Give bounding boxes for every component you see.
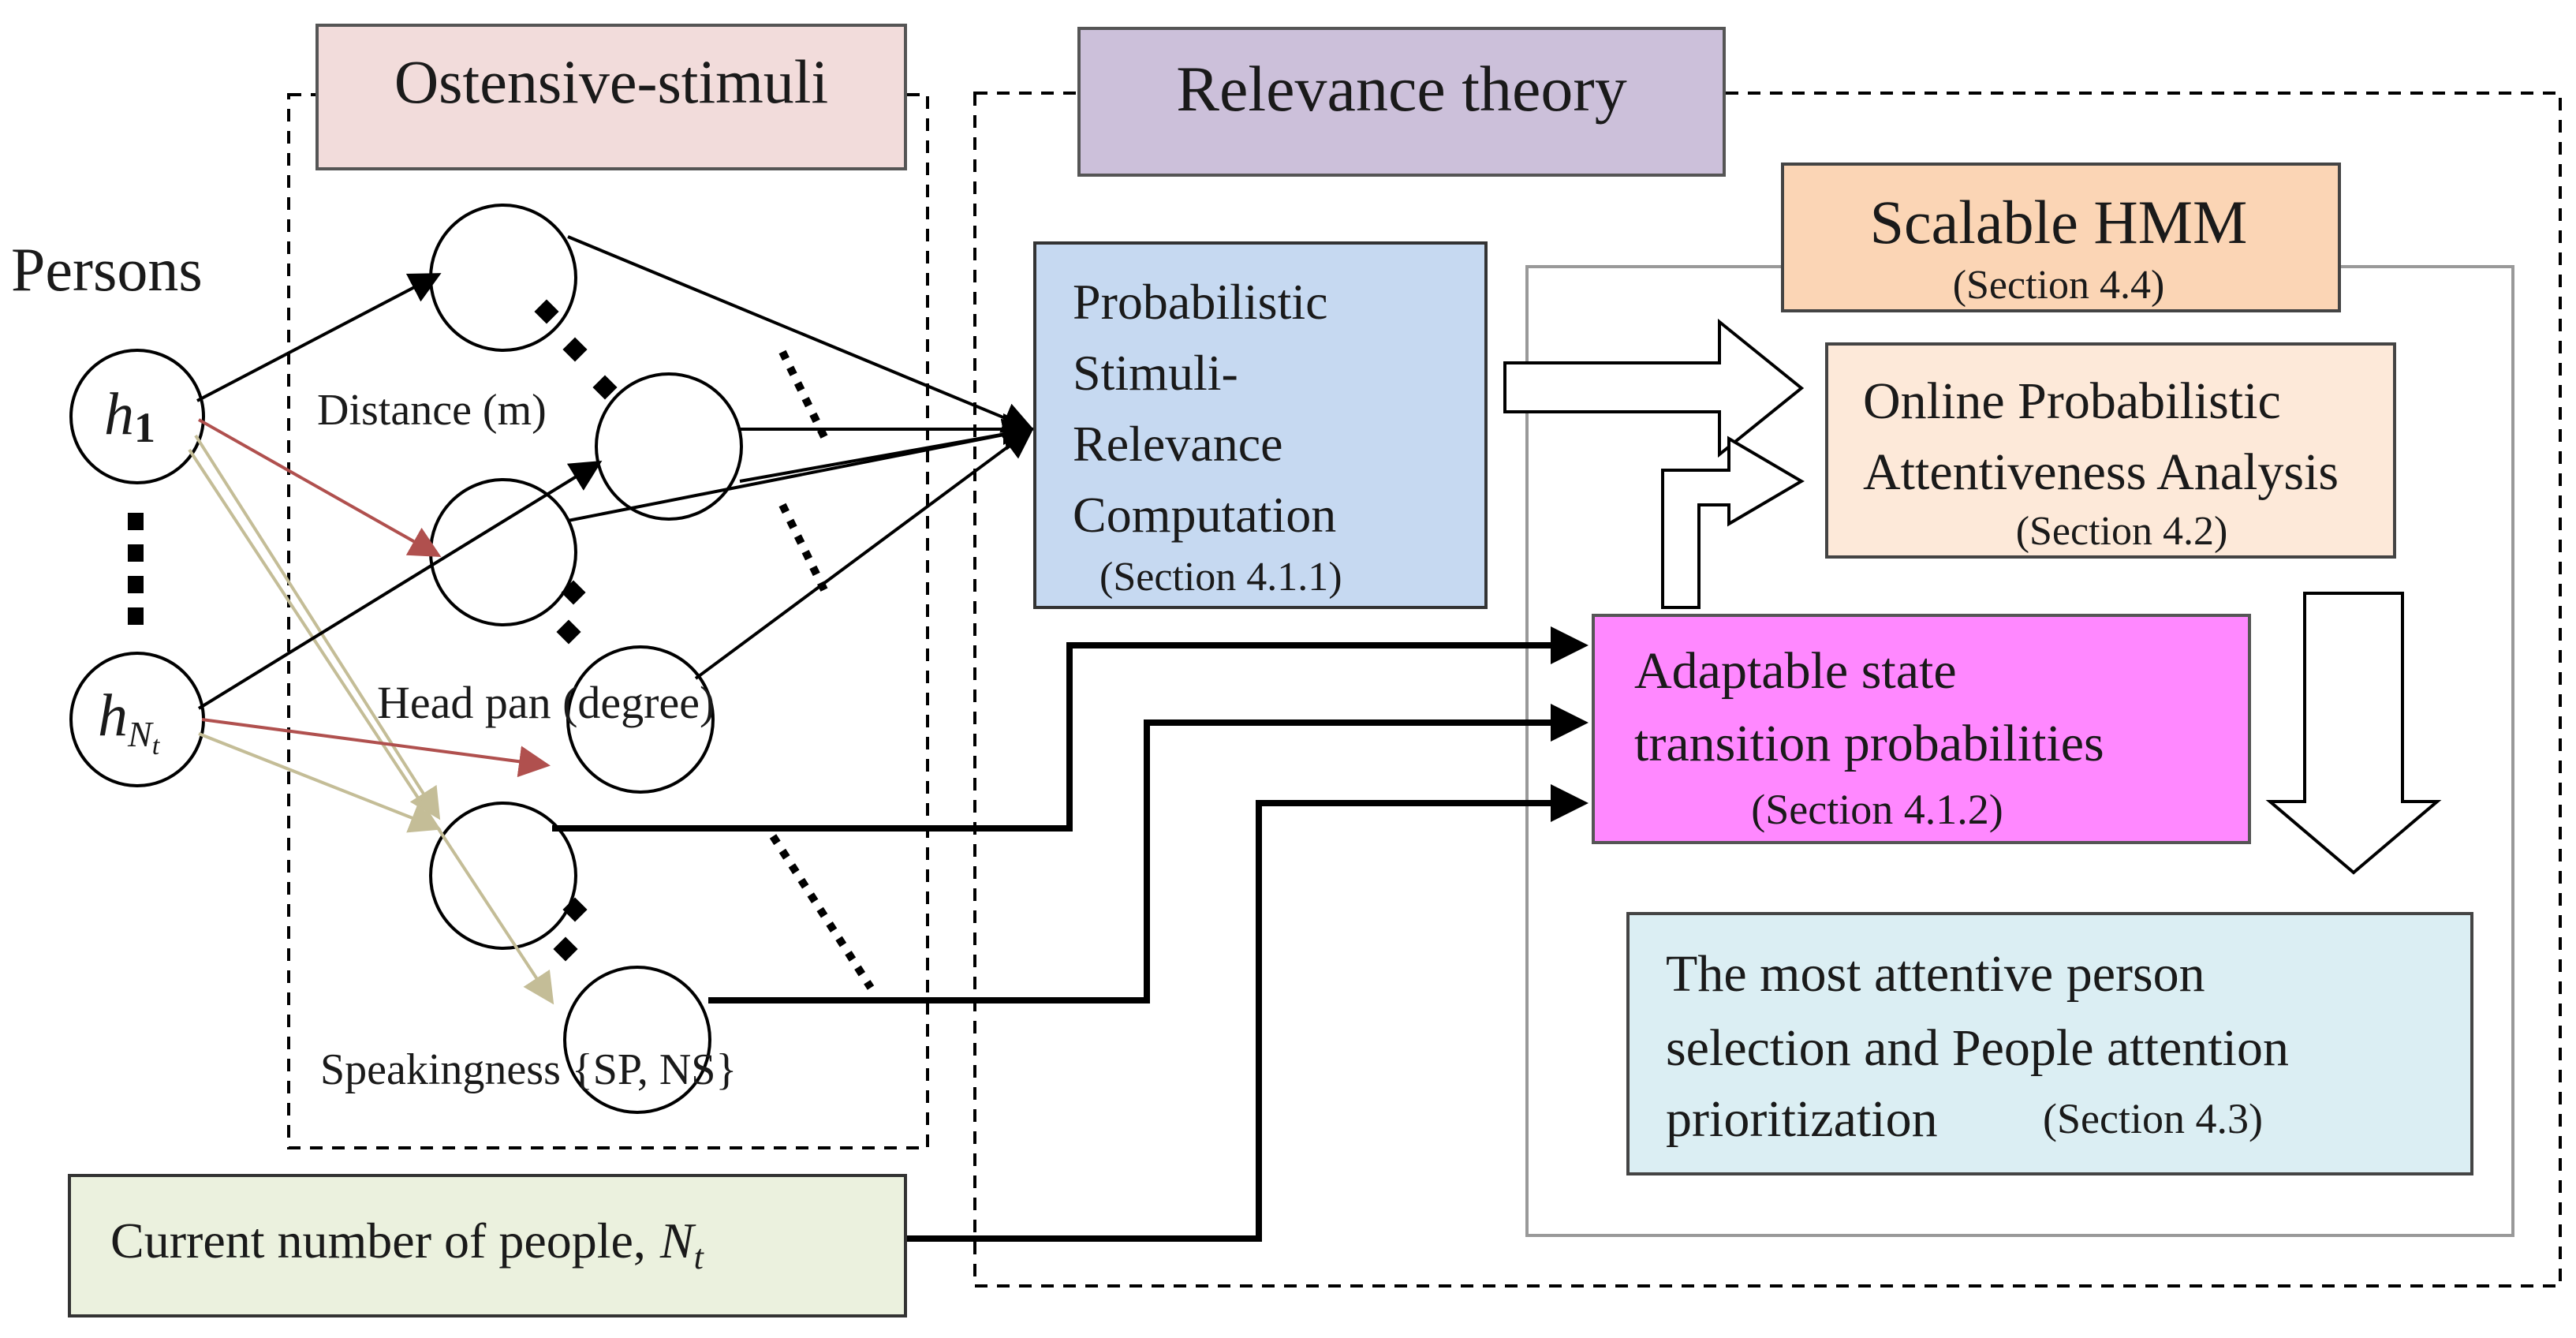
relevance-theory-frame (973, 92, 2562, 1288)
adaptable-box-line: transition probabilities (1634, 715, 2104, 772)
adaptable-box-section: (Section 4.1.2) (1751, 786, 2003, 833)
probabilistic-box-line: Computation (1073, 487, 1336, 543)
stimulus-node-distance-2 (595, 372, 743, 521)
ostensive-stimuli-title: Ostensive-stimuli (394, 47, 828, 116)
arrow-stimulus-to-relevance (567, 419, 1035, 522)
arrow-h1-speaking-2 (188, 448, 554, 1005)
online-box-line: Online Probabilistic (1863, 372, 2281, 430)
stimulus-node-headpan-2 (566, 645, 715, 794)
persons-label: Persons (11, 235, 203, 304)
arrow-stimulus-to-relevance (567, 235, 1035, 433)
ellipsis-diamond (562, 337, 588, 362)
ellipsis-diamond (553, 936, 578, 962)
arrow-stimulus-to-relevance (694, 427, 1035, 680)
stimulus-node-speaking-1 (429, 802, 577, 950)
adaptable-transition-box (1592, 614, 2251, 844)
elbow-arrow-speaking2-to-adaptable (708, 704, 1589, 1003)
relevance-theory-title-box (1077, 27, 1726, 177)
elbow-arrow-people-to-adaptable (907, 784, 1589, 1242)
probabilistic-box-line: Stimuli- (1073, 345, 1238, 401)
arrow-h1-distance (196, 273, 442, 402)
block-arrow-relevance-to-online (1503, 318, 1805, 458)
arrow-hNt-distance (197, 460, 603, 710)
person-ellipsis-dot (128, 513, 144, 530)
stimulus-node-speaking-2 (563, 966, 711, 1114)
attentive-box-section: (Section 4.3) (2043, 1095, 2263, 1142)
online-box-section: (Section 4.2) (2016, 509, 2228, 554)
block-arrow-online-to-attentive (2265, 592, 2442, 875)
stimulus-node-distance-1 (429, 204, 577, 352)
person-ellipsis-dot (128, 544, 144, 562)
relevance-theory-title: Relevance theory (1176, 53, 1626, 125)
ellipsis-diamond (556, 619, 581, 645)
person-h1-node (69, 349, 205, 484)
feature-label-speaking: Speakingness {SP, NS} (320, 1045, 737, 1094)
probabilistic-box-line: Probabilistic (1073, 274, 1328, 330)
arrow-h1-headpan (198, 418, 442, 557)
adaptable-box-line: Adaptable state (1634, 642, 1957, 700)
online-attentiveness-box (1825, 342, 2396, 559)
ellipsis-dotted (769, 834, 875, 990)
person-h1-label: h1 (104, 381, 155, 451)
probabilistic-box-line: Relevance (1073, 416, 1283, 472)
person-ellipsis-dot (128, 607, 144, 625)
feature-label-headpan: Head pan (degree) (377, 677, 715, 728)
current-people-box (68, 1174, 907, 1317)
attentive-box-line: selection and People attention (1666, 1019, 2289, 1077)
scalable-hmm-section: (Section 4.4) (1953, 263, 2165, 308)
ellipsis-diamond (534, 299, 559, 324)
attentive-box-line: The most attentive person (1666, 945, 2205, 1003)
scalable-hmm-title: Scalable HMM (1870, 188, 2248, 256)
current-people-label: Current number of people,Nt (110, 1213, 705, 1276)
ellipsis-dotted (778, 349, 832, 447)
scalable-hmm-title-box (1781, 163, 2341, 312)
probabilistic-stimuli-relevance-box (1033, 241, 1488, 609)
attentive-person-box (1626, 912, 2473, 1175)
feature-label-distance: Distance (m) (317, 386, 547, 435)
block-arrow-adaptable-to-online (1661, 435, 1805, 609)
probabilistic-box-section: (Section 4.1.1) (1099, 555, 1342, 600)
person-ellipsis-dot (128, 576, 144, 593)
elbow-arrow-speaking-to-adaptable (552, 626, 1589, 832)
online-box-line: Attentiveness Analysis (1863, 443, 2339, 501)
arrow-hNt-speaking (198, 732, 442, 833)
ellipsis-diamond (592, 375, 618, 400)
ostensive-stimuli-title-box (315, 24, 907, 170)
arrow-h1-speaking (194, 434, 441, 820)
attentive-box-line: prioritization (1666, 1090, 1938, 1148)
person-hNt-label: hNt (98, 682, 161, 761)
arrow-hNt-headpan (201, 718, 551, 778)
